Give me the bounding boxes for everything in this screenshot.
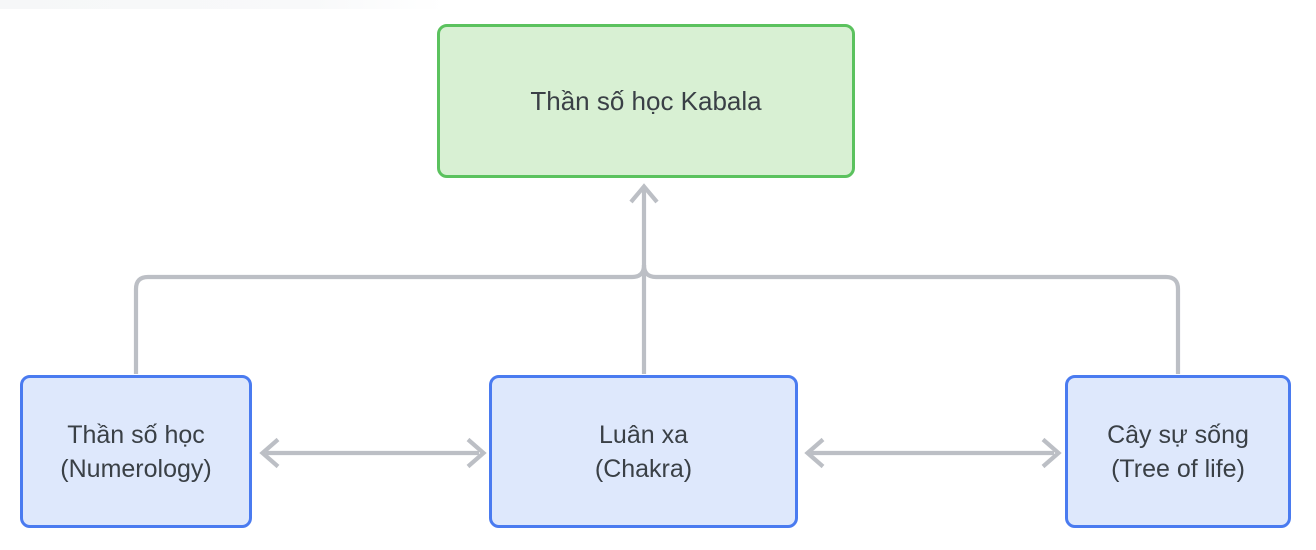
arrowhead-left-icon xyxy=(804,437,825,469)
node-chakra-label-line1: Luân xa xyxy=(599,420,688,449)
node-tree-label-line2: (Tree of life) xyxy=(1111,454,1245,483)
arrowhead-right-icon xyxy=(466,437,487,469)
window-corner-artifact xyxy=(0,0,445,9)
node-numerology-label-line2: (Numerology) xyxy=(60,454,212,483)
node-tree: Cây sự sống (Tree of life) xyxy=(1065,375,1291,528)
arrowhead-right-icon xyxy=(1041,437,1062,469)
edge-tree-to-root xyxy=(641,264,1181,374)
node-chakra-label-line2: (Chakra) xyxy=(594,454,693,483)
node-numerology-label-line1: Thần số học xyxy=(67,420,205,449)
node-root-label: Thần số học Kabala xyxy=(530,86,762,116)
node-root: Thần số học Kabala xyxy=(437,24,855,178)
arrowhead-up-icon xyxy=(629,183,659,204)
node-chakra: Luân xa (Chakra) xyxy=(489,375,798,528)
node-tree-label-line1: Cây sự sống xyxy=(1107,420,1249,449)
arrowhead-left-icon xyxy=(259,437,280,469)
node-numerology: Thần số học (Numerology) xyxy=(20,375,252,528)
edge-numerology-to-root xyxy=(133,264,647,374)
